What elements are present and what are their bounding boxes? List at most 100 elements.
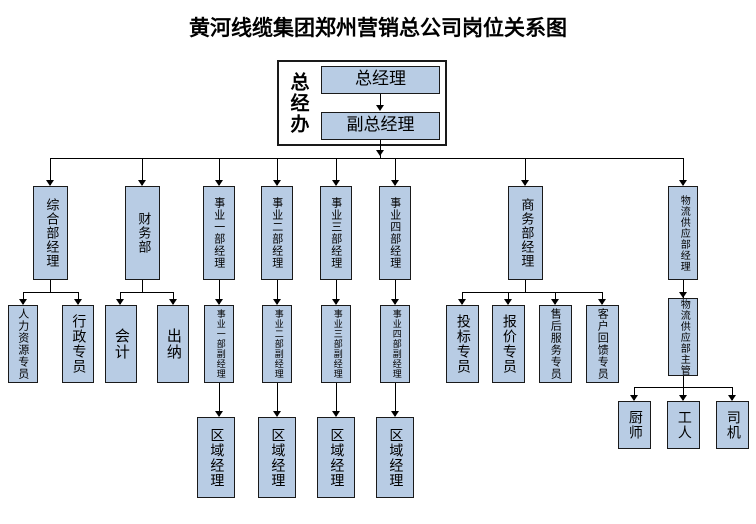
- node-deputy-general-manager[interactable]: 副总经理: [321, 112, 440, 140]
- node-worker[interactable]: 工人: [667, 401, 700, 449]
- node-division-3-deputy-label: 事业三部副经理: [331, 309, 342, 379]
- arrow-bus-to-commerce: [521, 180, 529, 186]
- node-after-sales-specialist-label: 售后服务专员: [549, 308, 563, 380]
- node-general-manager-label: 总经理: [355, 69, 406, 90]
- arrow-bus-to-division-3: [332, 180, 340, 186]
- connector-general-affairs-bar: [23, 292, 78, 293]
- node-cashier-label: 出纳: [164, 328, 183, 360]
- node-logistics-manager[interactable]: 物流供应部经理: [668, 186, 698, 280]
- arrow-division-3-to-deputy: [332, 299, 340, 305]
- node-hr-specialist[interactable]: 人力资源专员: [8, 305, 38, 383]
- arrow-general-affairs-to-admin: [74, 299, 82, 305]
- node-division-1-deputy[interactable]: 事业一部副经理: [204, 305, 234, 383]
- connector-commerce-bar: [462, 292, 602, 293]
- node-general-affairs-manager[interactable]: 综合部经理: [33, 186, 68, 280]
- node-finance-department-label: 财务部: [135, 212, 151, 254]
- arrow-supervisor-to-cook: [630, 395, 638, 401]
- node-division-3-manager-label: 事业三部经理: [329, 197, 343, 269]
- connector-bus-to-commerce: [525, 158, 526, 185]
- main-bus-line: [50, 158, 684, 159]
- connector-commerce-to-feedback: [602, 292, 603, 304]
- arrow-supervisor-to-driver: [728, 395, 736, 401]
- arrow-general-affairs-to-hr: [19, 299, 27, 305]
- node-division-3-manager[interactable]: 事业三部经理: [320, 186, 352, 280]
- connector-division-3-to-deputy: [336, 280, 337, 304]
- node-division-2-regional-label: 区域经理: [269, 427, 286, 488]
- node-division-1-manager[interactable]: 事业一部经理: [203, 186, 235, 280]
- arrow-division-4-to-deputy: [391, 299, 399, 305]
- connector-division-1-to-deputy: [219, 280, 220, 304]
- connector-bus-to-division-4: [395, 158, 396, 185]
- node-admin-specialist-label: 行政专员: [70, 314, 87, 374]
- node-logistics-supervisor[interactable]: 物流供应部主管: [668, 298, 698, 376]
- connector-general-affairs-to-hr: [23, 292, 24, 304]
- arrow-logistics-to-supervisor: [679, 292, 687, 298]
- node-division-2-regional[interactable]: 区域经理: [258, 417, 296, 498]
- node-commerce-manager[interactable]: 商务部经理: [508, 186, 543, 280]
- connector-commerce-stem: [525, 280, 526, 292]
- arrow-division-4-to-regional: [391, 411, 399, 417]
- arrow-division-1-to-deputy: [215, 299, 223, 305]
- arrow-bus-to-logistics: [679, 180, 687, 186]
- connector-division-2-to-regional: [277, 383, 278, 416]
- node-admin-specialist[interactable]: 行政专员: [62, 305, 94, 383]
- arrow-division-2-to-regional: [273, 411, 281, 417]
- arrow-gm-to-dgm: [376, 105, 384, 111]
- connector-commerce-to-bidding: [462, 292, 463, 304]
- connector-finance-to-cashier: [173, 292, 174, 304]
- node-general-affairs-manager-label: 综合部经理: [43, 198, 59, 268]
- node-hr-specialist-label: 人力资源专员: [16, 308, 30, 380]
- node-division-1-deputy-label: 事业一部副经理: [214, 309, 225, 379]
- node-finance-department[interactable]: 财务部: [125, 186, 160, 280]
- node-division-3-regional[interactable]: 区域经理: [317, 417, 355, 498]
- arrow-commerce-to-bidding: [458, 299, 466, 305]
- node-division-4-manager[interactable]: 事业四部经理: [379, 186, 411, 280]
- node-division-4-regional[interactable]: 区域经理: [376, 417, 414, 498]
- connector-finance-stem: [142, 280, 143, 292]
- node-division-4-manager-label: 事业四部经理: [388, 197, 402, 269]
- arrow-commerce-to-after-sales: [551, 299, 559, 305]
- node-after-sales-specialist[interactable]: 售后服务专员: [539, 305, 572, 383]
- node-commerce-manager-label: 商务部经理: [518, 198, 534, 268]
- arrow-bus-to-division-4: [391, 180, 399, 186]
- node-bidding-specialist[interactable]: 投标专员: [446, 305, 479, 383]
- node-cashier[interactable]: 出纳: [157, 305, 189, 383]
- node-deputy-general-manager-label: 副总经理: [346, 115, 415, 136]
- connector-gm-to-dgm: [380, 94, 381, 106]
- connector-bus-to-finance: [142, 158, 143, 185]
- arrow-dgm-to-bus: [376, 150, 384, 156]
- node-quotation-specialist[interactable]: 报价专员: [492, 305, 525, 383]
- node-accountant-label: 会计: [112, 328, 131, 360]
- node-division-3-regional-label: 区域经理: [328, 427, 345, 488]
- connector-logistics-to-supervisor: [683, 280, 684, 298]
- arrow-bus-to-division-2: [273, 180, 281, 186]
- arrow-division-3-to-regional: [332, 411, 340, 417]
- node-division-1-regional[interactable]: 区域经理: [197, 417, 235, 498]
- node-bidding-specialist-label: 投标专员: [454, 314, 471, 374]
- node-division-3-deputy[interactable]: 事业三部副经理: [321, 305, 351, 383]
- node-driver[interactable]: 司机: [716, 401, 749, 449]
- arrow-division-2-to-deputy: [273, 299, 281, 305]
- connector-finance-bar: [120, 292, 173, 293]
- connector-supervisor-to-worker: [683, 387, 684, 400]
- node-customer-feedback-specialist[interactable]: 客户回馈专员: [586, 305, 619, 383]
- connector-supervisor-to-cook: [634, 387, 635, 400]
- node-general-manager[interactable]: 总经理: [321, 66, 440, 94]
- arrow-bus-to-general-affairs: [46, 180, 54, 186]
- connector-commerce-to-quotation: [508, 292, 509, 304]
- connector-bus-to-logistics: [683, 158, 684, 185]
- node-division-2-deputy[interactable]: 事业二部副经理: [262, 305, 292, 383]
- page-title: 黄河线缆集团郑州营销总公司岗位关系图: [189, 16, 567, 40]
- arrow-division-1-to-regional: [215, 411, 223, 417]
- arrow-bus-to-finance: [138, 180, 146, 186]
- node-division-4-deputy[interactable]: 事业四部副经理: [380, 305, 410, 383]
- node-quotation-specialist-label: 报价专员: [500, 314, 517, 374]
- node-division-4-regional-label: 区域经理: [387, 427, 404, 488]
- node-cook[interactable]: 厨师: [618, 401, 651, 449]
- connector-division-1-to-regional: [219, 383, 220, 416]
- node-accountant[interactable]: 会计: [105, 305, 137, 383]
- node-logistics-supervisor-label: 物流供应部主管: [678, 298, 690, 376]
- node-division-2-manager[interactable]: 事业二部经理: [261, 186, 293, 280]
- connector-bus-to-division-2: [277, 158, 278, 185]
